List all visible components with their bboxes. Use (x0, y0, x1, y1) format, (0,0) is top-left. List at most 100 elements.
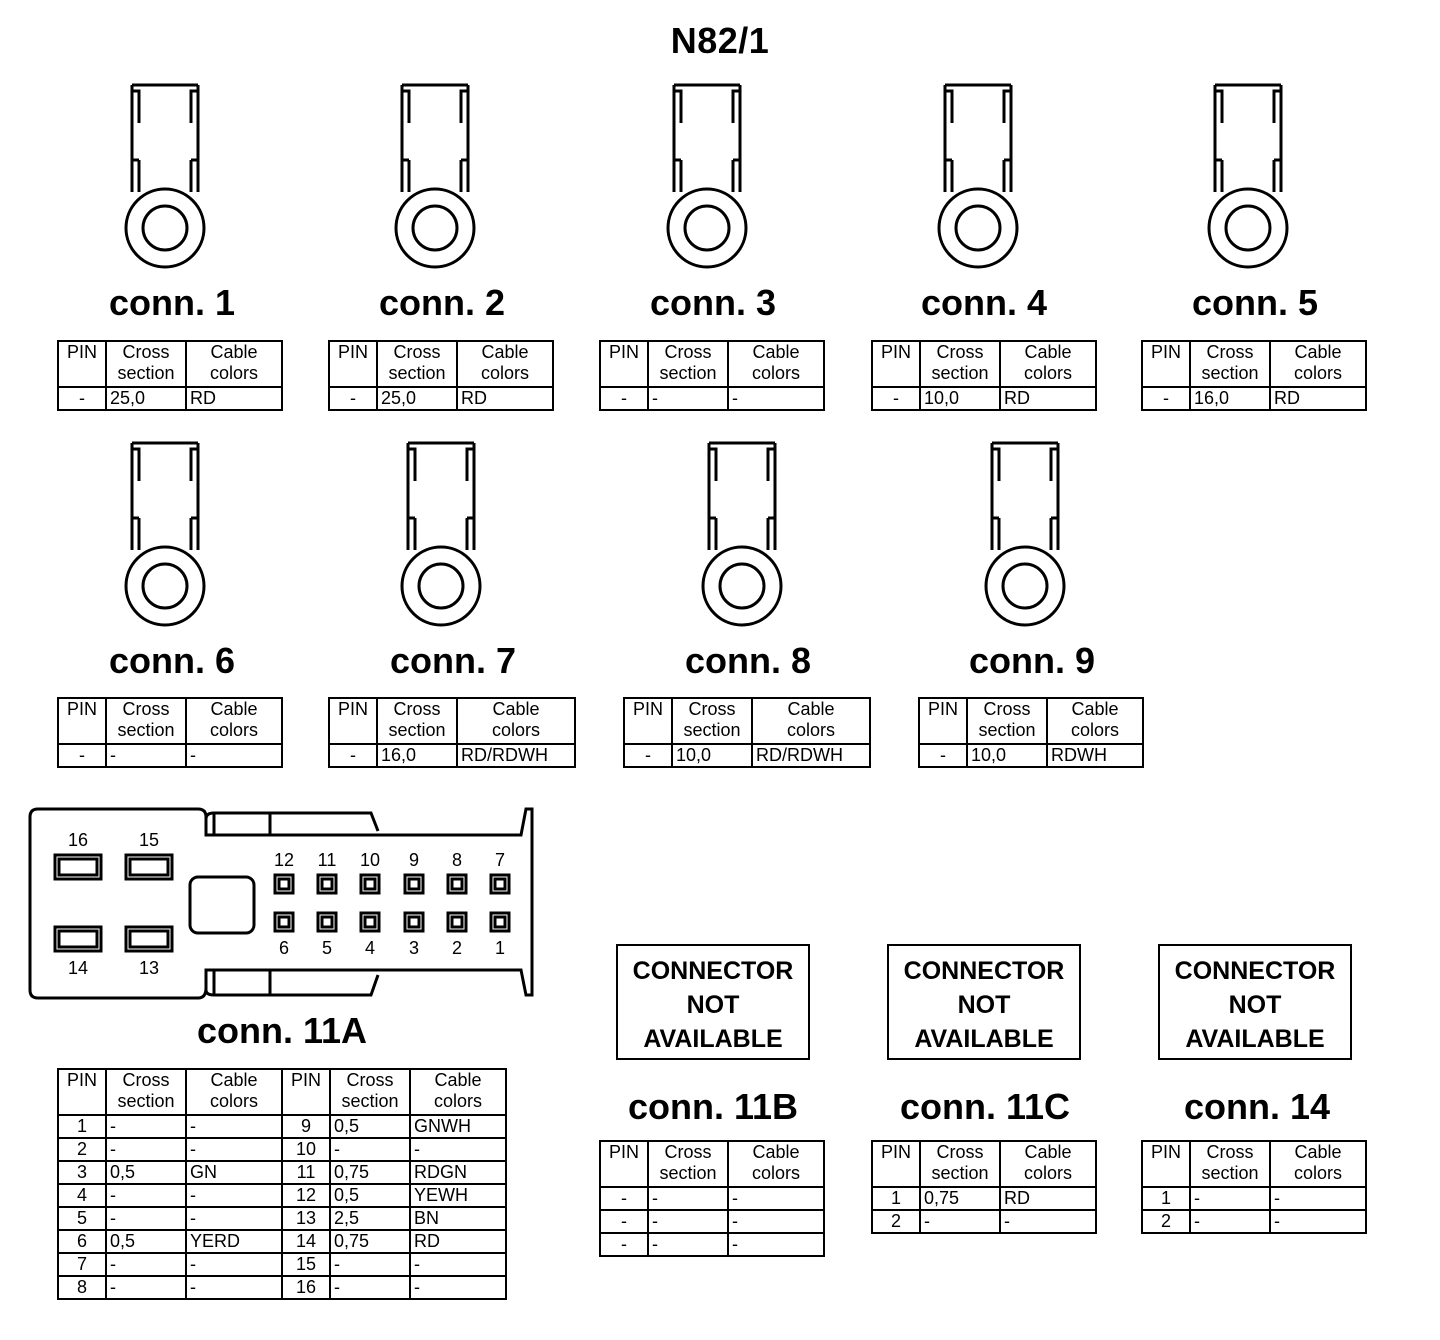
header-line: section (117, 363, 175, 383)
header-line: section (659, 1163, 717, 1183)
header-line: colors (1023, 1163, 1072, 1183)
cross-section-cell: 16,0 (376, 743, 458, 768)
connector-label: conn. 14 (1183, 1086, 1331, 1127)
not-available-line: AVAILABLE (643, 1025, 783, 1053)
not-available-line: NOT (1228, 991, 1282, 1019)
cable-color-cell: - (409, 1252, 507, 1277)
cross-section-cell: 0,75 (919, 1186, 1001, 1211)
header-line: colors (480, 363, 529, 383)
pin-number-label: 6 (279, 938, 289, 958)
header-line: Cross (664, 1142, 712, 1162)
cable-color-cell: YEWH (409, 1183, 507, 1208)
cross-section-cell: - (1189, 1186, 1271, 1211)
cross-section-cell: 0,5 (105, 1160, 187, 1185)
pin-header: PIN (599, 1140, 649, 1188)
pin-number-label: 3 (409, 938, 419, 958)
not-available-line: CONNECTOR (1174, 957, 1336, 985)
pin-header: PIN (281, 1068, 331, 1116)
pin-header: PIN (599, 340, 649, 388)
cable-color-cell: - (185, 1137, 283, 1162)
pin-cell: - (871, 386, 921, 411)
header-line: section (978, 720, 1036, 740)
pin-cell: 12 (281, 1183, 331, 1208)
pin-cell: 16 (281, 1275, 331, 1300)
pin-cell: 9 (281, 1114, 331, 1139)
cable-color-cell: - (727, 1232, 825, 1257)
header-line: colors (1023, 363, 1072, 383)
pin-header: PIN (57, 1068, 107, 1116)
pin-number-label: 7 (495, 850, 505, 870)
cross-section-cell: 16,0 (1189, 386, 1271, 411)
pin-cell: - (599, 1232, 649, 1257)
cross-section-cell: - (647, 386, 729, 411)
cable-color-cell: RD (185, 386, 283, 411)
ring-terminal-icon (937, 83, 1019, 269)
header-line: section (388, 720, 446, 740)
ring-terminal-icon (701, 441, 783, 627)
connector-label: conn. 11C (899, 1086, 1071, 1127)
pin-cell: 11 (281, 1160, 331, 1185)
pin-number-label: 5 (322, 938, 332, 958)
table-row: 1-- (1141, 1186, 1367, 1211)
header-line: colors (433, 1091, 482, 1111)
pin-cell: - (599, 386, 649, 411)
header-line: colors (751, 1163, 800, 1183)
cable-color-cell: RD (999, 386, 1097, 411)
header-line: section (683, 720, 741, 740)
header-line: section (117, 1091, 175, 1111)
pin-header: PIN (57, 340, 107, 388)
pin-number-label: 11 (318, 850, 337, 870)
pin-cell: 5 (57, 1206, 107, 1231)
table-row: --- (599, 1232, 825, 1257)
pin-number-label: 9 (409, 850, 419, 870)
pin-header: PIN (623, 697, 673, 745)
pin-number-label: 15 (139, 830, 159, 850)
cable-color-cell: YERD (185, 1229, 283, 1254)
cable-color-cell: RDWH (1046, 743, 1144, 768)
header-line: Cross (122, 1070, 170, 1090)
header-line: colors (209, 720, 258, 740)
cross-section-cell: - (105, 1114, 187, 1139)
connector-label: conn. 1 (108, 282, 236, 323)
header-line: section (1201, 363, 1259, 383)
pin-header: PIN (871, 340, 921, 388)
pin-cell: - (918, 743, 968, 768)
cable-color-cell: RD (456, 386, 554, 411)
header-line: Cross (688, 699, 736, 719)
cable-color-cell: - (1269, 1186, 1367, 1211)
header-line: section (341, 1091, 399, 1111)
pin-number-label: 8 (452, 850, 462, 870)
cable-color-cell: GN (185, 1160, 283, 1185)
connector-label: conn. 7 (389, 640, 517, 681)
table-row: --- (599, 1186, 825, 1211)
cable-color-cell: - (185, 743, 283, 768)
cross-section-cell: - (329, 1275, 411, 1300)
header-line: colors (751, 363, 800, 383)
pin-header: PIN (1141, 1140, 1191, 1188)
pin-cell: - (1141, 386, 1191, 411)
table-row: 8--16-- (57, 1275, 507, 1300)
